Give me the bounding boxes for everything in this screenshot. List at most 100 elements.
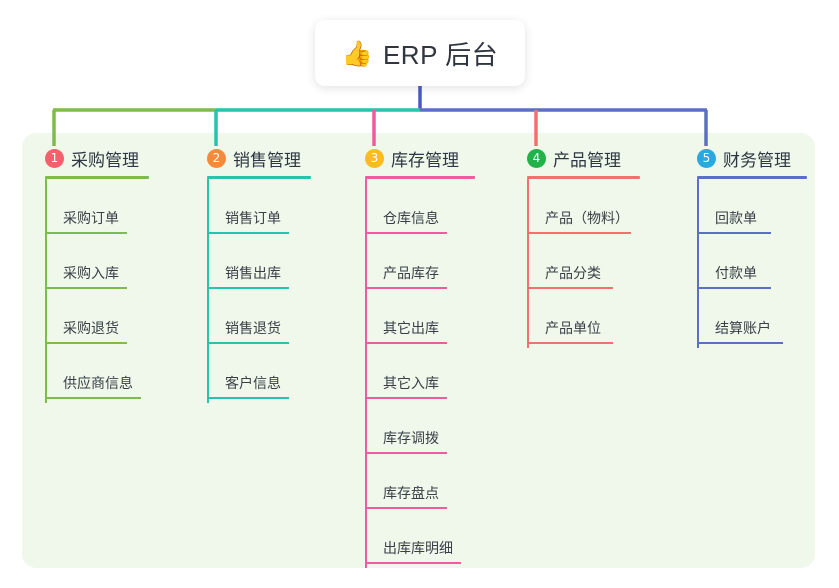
branch-title: 采购管理 [71,150,139,170]
branch-header-rule [527,176,640,179]
branch-column-1: 1 采购管理采购订单采购入库采购退货供应商信息 [45,146,149,403]
branch-item-rule [697,232,771,234]
branch-item-rule [207,232,289,234]
branch-item[interactable]: 客户信息 [207,344,311,399]
branch-number-badge: 5 [697,148,716,168]
branch-item-label: 库存盘点 [383,485,439,501]
branch-column-2: 2 销售管理销售订单销售出库销售退货客户信息 [207,146,311,403]
branch-item-label: 仓库信息 [383,210,439,226]
branch-item[interactable]: 销售退货 [207,289,311,344]
branch-number-badge: 1 [45,148,64,168]
branch-item[interactable]: 产品库存 [365,234,475,289]
branch-item[interactable]: 其它入库 [365,344,475,399]
diagram-background-panel [22,133,815,568]
branch-item-label: 产品单位 [545,320,601,336]
branch-item-rule [45,287,127,289]
branch-header-5[interactable]: 5 财务管理 [697,146,807,170]
branch-item-rule [207,397,289,399]
branch-item[interactable]: 销售出库 [207,234,311,289]
branch-item-label: 结算账户 [715,320,771,336]
branch-spine [45,179,47,403]
branch-item-rule [527,342,613,344]
branch-spine [365,179,367,568]
branch-item[interactable]: 供应商信息 [45,344,149,399]
branch-item[interactable]: 出库库明细 [365,509,475,564]
branch-item-label: 回款单 [715,210,757,226]
branch-item-label: 销售退货 [225,320,281,336]
branch-item-rule [365,397,447,399]
branch-item-label: 付款单 [715,265,757,281]
branch-item-rule [365,342,447,344]
root-node-erp-backend[interactable]: 👍 ERP 后台 [315,20,525,86]
branch-number-badge: 4 [527,148,546,168]
branch-item[interactable]: 产品分类 [527,234,640,289]
branch-item-list: 产品（物料） 产品分类产品单位 [527,179,640,348]
branch-header-rule [45,176,149,179]
branch-item-label: 其它入库 [383,375,439,391]
branch-item-rule [365,287,447,289]
branch-item-list: 回款单付款单结算账户 [697,179,807,348]
branch-item-rule [207,287,289,289]
branch-item-list: 采购订单采购入库采购退货供应商信息 [45,179,149,403]
branch-column-5: 5 财务管理回款单付款单结算账户 [697,146,807,348]
branch-item-label: 产品分类 [545,265,601,281]
branch-item[interactable]: 付款单 [697,234,807,289]
branch-item[interactable]: 结算账户 [697,289,807,344]
branch-item-list: 销售订单销售出库销售退货客户信息 [207,179,311,403]
branch-item-label: 库存调拨 [383,430,439,446]
branch-item[interactable]: 采购退货 [45,289,149,344]
branch-column-3: 3 库存管理仓库信息产品库存其它出库其它入库库存调拨库存盘点出库库明细 [365,146,475,568]
branch-number-badge: 3 [365,148,384,168]
branch-item-label: 产品（物料） [545,210,629,226]
branch-item-rule [527,287,613,289]
branch-item-label: 出库库明细 [383,540,453,556]
branch-title: 库存管理 [391,150,459,170]
branch-item-rule [697,287,771,289]
branch-item-label: 采购订单 [63,210,119,226]
branch-item[interactable]: 回款单 [697,179,807,234]
branch-header-4[interactable]: 4 产品管理 [527,146,640,170]
branch-item-label: 其它出库 [383,320,439,336]
root-node-title: ERP 后台 [382,39,499,70]
branch-item-rule [45,397,141,399]
branch-title: 销售管理 [233,150,301,170]
branch-header-2[interactable]: 2 销售管理 [207,146,311,170]
branch-item[interactable]: 其它出库 [365,289,475,344]
branch-header-1[interactable]: 1 采购管理 [45,146,149,170]
branch-column-4: 4 产品管理产品（物料） 产品分类产品单位 [527,146,640,348]
branch-item-rule [365,232,447,234]
branch-item[interactable]: 库存盘点 [365,454,475,509]
branch-item-label: 销售出库 [225,265,281,281]
branch-item-list: 仓库信息产品库存其它出库其它入库库存调拨库存盘点出库库明细 [365,179,475,568]
branch-header-3[interactable]: 3 库存管理 [365,146,475,170]
branch-item-label: 采购退货 [63,320,119,336]
branch-item-rule [365,452,447,454]
branch-item-label: 产品库存 [383,265,439,281]
branch-item-label: 客户信息 [225,375,281,391]
branch-item[interactable]: 仓库信息 [365,179,475,234]
branch-spine [527,179,529,348]
branch-spine [697,179,699,348]
branch-item[interactable]: 销售订单 [207,179,311,234]
branch-item-rule [697,342,783,344]
branch-title: 财务管理 [723,150,791,170]
branch-header-rule [365,176,475,179]
branch-item[interactable]: 采购入库 [45,234,149,289]
branch-header-rule [207,176,311,179]
branch-spine [207,179,209,403]
branch-item[interactable]: 产品（物料） [527,179,640,234]
branch-number-badge: 2 [207,148,226,168]
branch-item-rule [207,342,289,344]
branch-item[interactable]: 库存调拨 [365,399,475,454]
branch-item-rule [45,232,127,234]
branch-item-rule [365,562,461,564]
branch-title: 产品管理 [553,150,621,170]
branch-item[interactable]: 产品单位 [527,289,640,344]
branch-header-rule [697,176,807,179]
thumbs-up-icon: 👍 [341,39,373,68]
branch-item-rule [45,342,127,344]
branch-item-label: 采购入库 [63,265,119,281]
branch-item-label: 供应商信息 [63,375,133,391]
branch-item[interactable]: 采购订单 [45,179,149,234]
